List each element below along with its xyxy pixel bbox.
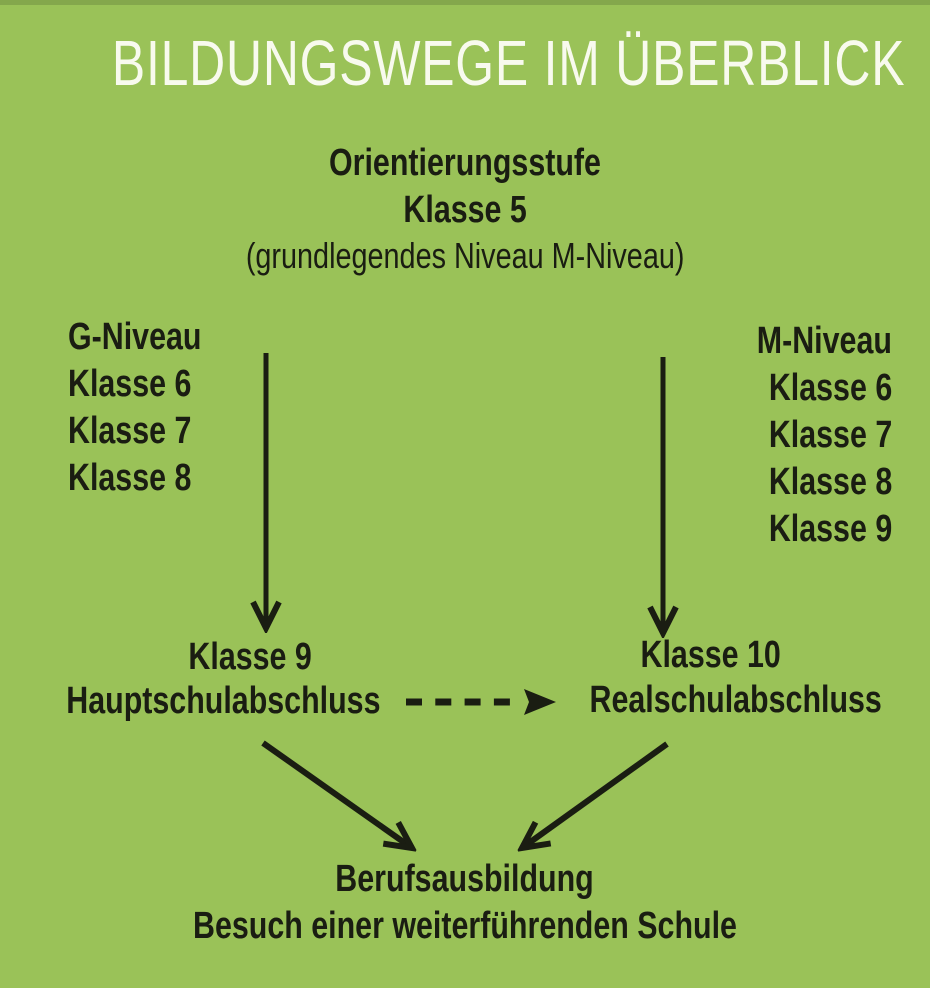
m-level-heading: M-Niveau bbox=[756, 320, 892, 362]
bottom-white-strip bbox=[0, 988, 930, 996]
page-title-label: BILDUNGSWEGE IM ÜBERBLICK bbox=[111, 27, 906, 99]
final-outcome-line2: Besuch einer weiterführenden Schule bbox=[0, 903, 930, 950]
m-level-grade-item: Klasse 8 bbox=[768, 461, 892, 503]
final-outcome-line2-label: Besuch einer weiterführenden Schule bbox=[193, 905, 737, 947]
m-outcome-qualification: Realschulabschluss bbox=[486, 677, 930, 724]
orientation-stage-note-label: (grundlegendes Niveau M-Niveau) bbox=[245, 235, 685, 276]
g-level-grade-item: Klasse 8 bbox=[68, 457, 192, 499]
orientation-stage-grade: Klasse 5 bbox=[0, 187, 930, 234]
m-level-grade-item: Klasse 6 bbox=[768, 367, 892, 409]
orientation-stage-note: (grundlegendes Niveau M-Niveau) bbox=[0, 232, 930, 279]
final-outcome-line1-label: Berufsausbildung bbox=[335, 858, 595, 900]
haupt-to-final-diagonal-arrow-icon bbox=[261, 740, 412, 848]
m-outcome-grade-label: Klasse 10 bbox=[640, 634, 782, 676]
orientation-stage-title: Orientierungsstufe bbox=[0, 140, 930, 187]
final-outcome-line1: Berufsausbildung bbox=[0, 856, 930, 903]
g-level-heading: G-Niveau bbox=[68, 316, 202, 358]
g-outcome-qualification: Hauptschulabschluss bbox=[0, 678, 446, 725]
orientation-stage-grade-label: Klasse 5 bbox=[403, 189, 527, 231]
m-outcome-qualification-label: Realschulabschluss bbox=[589, 679, 883, 721]
g-level-grade-item: Klasse 7 bbox=[68, 410, 192, 452]
g-outcome-qualification-label: Hauptschulabschluss bbox=[65, 680, 381, 722]
m-level-grade-item: Klasse 9 bbox=[768, 508, 892, 550]
m-level-column: M-Niveau Klasse 6 Klasse 7 Klasse 8 Klas… bbox=[723, 318, 892, 553]
g-outcome-grade-label: Klasse 9 bbox=[188, 636, 312, 678]
m-outcome-grade: Klasse 10 bbox=[461, 632, 930, 679]
m-level-grade-item: Klasse 7 bbox=[768, 414, 892, 456]
top-border-band bbox=[0, 0, 930, 5]
g-level-grade-item: Klasse 6 bbox=[68, 363, 192, 405]
page-title: BILDUNGSWEGE IM ÜBERBLICK bbox=[0, 31, 930, 95]
orientation-stage-title-label: Orientierungsstufe bbox=[329, 142, 601, 184]
g-level-column: G-Niveau Klasse 6 Klasse 7 Klasse 8 bbox=[68, 314, 235, 502]
g-outcome-grade: Klasse 9 bbox=[0, 634, 500, 681]
dashed-arrow-head-icon bbox=[524, 689, 556, 715]
real-to-final-diagonal-arrow-icon bbox=[522, 741, 669, 848]
